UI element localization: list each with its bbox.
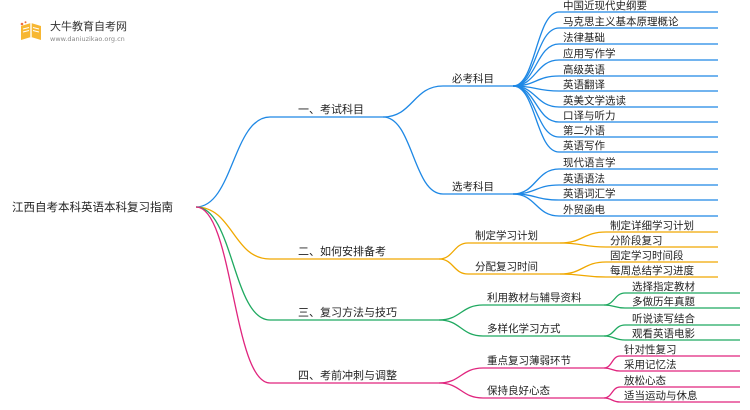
leaf-label: 分阶段复习 [610, 234, 663, 247]
leaf-label: 观看英语电影 [632, 327, 695, 340]
sub-branch-link [438, 304, 484, 321]
mind-map-labels: 江西自考本科英语本科复习指南 一、考试科目 必考科目 中国近现代史纲要马克思主义基本原… [12, 0, 698, 402]
leaf-label: 中国近现代史纲要 [563, 0, 647, 12]
sub-branch-link [438, 242, 469, 260]
leaf-label: 应用写作学 [563, 47, 616, 60]
sub-branch-label: 必考科目 [452, 72, 494, 85]
leaf-link [512, 85, 560, 138]
sub-branch-link [438, 382, 484, 399]
branch-link [195, 206, 271, 321]
leaf-label: 口译与听力 [563, 109, 616, 122]
leaf-link [512, 11, 560, 87]
leaf-label: 每周总结学习进度 [610, 264, 694, 277]
leaf-link [603, 292, 626, 306]
logo: 大牛教育自考网 www.daniuzikao.org.cn [14, 16, 134, 48]
sub-branch-label: 制定学习计划 [475, 229, 538, 242]
sub-branch-link [438, 367, 484, 384]
leaf-label: 英语语法 [563, 172, 605, 185]
leaf-link [512, 168, 560, 195]
leaf-link [559, 242, 607, 248]
leaf-label: 英美文学选读 [563, 94, 626, 107]
leaf-label: 固定学习时间段 [610, 249, 684, 262]
sub-branch-link [382, 85, 444, 118]
leaf-label: 英语词汇学 [563, 187, 616, 200]
sub-branch-link [438, 258, 469, 275]
leaf-label: 现代语言学 [563, 156, 616, 169]
leaf-label: 多做历年真题 [632, 295, 695, 308]
branch-label: 四、考前冲刺与调整 [298, 368, 397, 382]
leaf-link [603, 386, 621, 399]
leaf-link [512, 27, 560, 87]
sub-branch-label: 利用教材与辅导资料 [487, 291, 582, 304]
leaf-link [603, 355, 621, 369]
branch-label: 三、复习方法与技巧 [298, 305, 397, 319]
book-logo-icon [20, 21, 41, 40]
leaf-label: 采用记忆法 [624, 358, 677, 371]
sub-branch-label: 保持良好心态 [487, 384, 550, 397]
branch-label: 二、如何安排备考 [298, 244, 386, 258]
leaf-link [603, 304, 626, 309]
mind-map-links [195, 11, 740, 403]
leaf-label: 制定详细学习计划 [610, 219, 694, 232]
leaf-label: 高级英语 [563, 63, 605, 76]
branch-link [195, 206, 271, 260]
leaf-label: 第二外语 [563, 124, 605, 137]
leaf-label: 针对性复习 [624, 343, 677, 356]
leaf-link [603, 324, 626, 337]
leaf-label: 外贸函电 [563, 203, 605, 216]
leaf-label: 英语翻译 [563, 78, 605, 91]
sub-branch-label: 多样化学习方式 [487, 322, 561, 335]
leaf-link [559, 261, 607, 275]
sub-branch-label: 分配复习时间 [475, 260, 538, 273]
sub-branch-label: 重点复习薄弱环节 [487, 354, 571, 367]
leaf-link [603, 367, 621, 372]
leaf-link [559, 231, 607, 244]
leaf-label: 适当运动与休息 [624, 389, 698, 402]
logo-title: 大牛教育自考网 [50, 20, 127, 33]
leaf-label: 法律基础 [563, 31, 605, 44]
leaf-label: 听说读写结合 [632, 312, 695, 325]
logo-url: www.daniuzikao.org.cn [50, 35, 125, 43]
leaf-label: 选择指定教材 [632, 280, 695, 293]
leaf-link [512, 85, 560, 153]
leaf-link [603, 335, 626, 341]
branch-link [195, 206, 271, 384]
leaf-link [512, 193, 560, 217]
leaf-link [603, 397, 621, 403]
leaf-link [559, 273, 607, 278]
branch-label: 一、考试科目 [298, 102, 364, 116]
leaf-label: 英语写作 [563, 139, 605, 152]
sub-branch-label: 选考科目 [452, 180, 494, 193]
leaf-label: 放松心态 [624, 374, 666, 387]
root-node: 江西自考本科英语本科复习指南 [12, 200, 173, 214]
branch-link [195, 116, 271, 208]
sub-branch-link [382, 116, 444, 195]
leaf-label: 马克思主义基本原理概论 [563, 15, 679, 28]
sub-branch-link [438, 319, 484, 337]
